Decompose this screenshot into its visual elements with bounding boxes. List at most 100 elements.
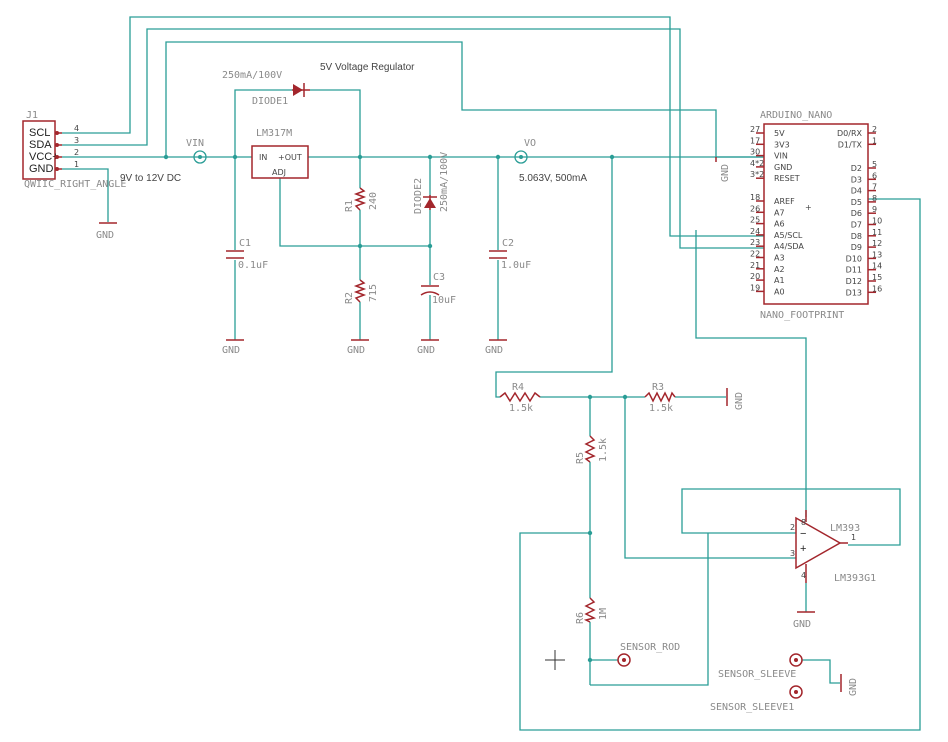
arduino-pin-label: D2 — [851, 164, 862, 173]
j1-pin-num: 3 — [74, 136, 79, 145]
arduino-pin-num: 17 — [750, 136, 760, 145]
r4-name: R4 — [512, 382, 524, 393]
resistor-r4: R4 1.5k — [499, 382, 541, 414]
arduino-pin-label: A3 — [774, 254, 785, 263]
comparator-plus: + — [800, 543, 806, 555]
arduino-pin-label: D8 — [851, 232, 862, 241]
arduino-pin-label: A2 — [774, 265, 785, 274]
cursor-crosshair-icon — [545, 650, 565, 670]
resistor-r3: R3 1.5k — [644, 382, 676, 414]
regulator-name: LM317M — [256, 128, 292, 139]
vin-testpoint: VIN 9V to 12V DC — [120, 138, 207, 184]
arduino-pin-num: 10 — [872, 217, 882, 226]
diode2: DIODE2 250mA/100V — [413, 152, 450, 214]
diode2-value: 250mA/100V — [439, 152, 450, 212]
arduino-pin-num: 7 — [872, 183, 877, 192]
arduino-pin-num: 6 — [872, 171, 877, 180]
resistor-r2: R2 715 — [344, 279, 379, 304]
arduino-left-pins: 5V273V317VIN30GND4*2RESET3*2AREF18A726A6… — [750, 125, 804, 296]
resistor-r5: R5 1.5k — [575, 435, 609, 464]
j1-pin-num: 2 — [74, 148, 79, 157]
j1-pin-label: VCC+ — [29, 151, 59, 163]
arduino-pin-label: D7 — [851, 221, 862, 230]
arduino-pin-num: 22 — [750, 250, 760, 259]
j1-name: J1 — [26, 110, 38, 121]
comparator-minus: − — [800, 528, 806, 540]
arduino-pin-num: 11 — [872, 228, 882, 237]
comparator-pin1: 1 — [851, 533, 856, 542]
c2-value: 1.0uF — [501, 260, 531, 271]
arduino-pin-num: 4*2 — [750, 159, 764, 168]
arduino-pin-num: 19 — [750, 283, 760, 292]
diode2-name: DIODE2 — [413, 178, 424, 214]
arduino-pin-num: 1 — [872, 136, 877, 145]
arduino-pin-num: 26 — [750, 204, 760, 213]
arduino-pin-num: 21 — [750, 261, 760, 270]
arduino-pin-label: A4/SDA — [774, 242, 804, 251]
arduino-pin-num: 15 — [872, 273, 882, 282]
arduino-pin-label: D1/TX — [838, 140, 863, 149]
comparator-pin8: 8 — [801, 518, 806, 527]
arduino-pin-num: 13 — [872, 250, 882, 259]
r2-name: R2 — [344, 292, 355, 304]
arduino-pin-num: 23 — [750, 238, 760, 247]
gnd-label: GND — [734, 392, 745, 410]
arduino-pin-num: 14 — [872, 262, 882, 271]
gnd-label: GND — [848, 678, 859, 696]
c1-name: C1 — [239, 238, 251, 249]
vo-note: 5.063V, 500mA — [519, 173, 587, 184]
gnd-label: GND — [222, 345, 240, 356]
arduino-pin-label: D10 — [846, 254, 862, 263]
c3-value: 10uF — [432, 295, 456, 306]
vin-note: 9V to 12V DC — [120, 173, 181, 184]
arduino-pin-label: D0/RX — [837, 129, 863, 138]
arduino-origin-mark: + — [805, 203, 812, 212]
arduino-pin-num: 30 — [750, 148, 760, 157]
arduino-pin-num: 25 — [750, 216, 760, 225]
arduino-value: NANO_FOOTPRINT — [760, 310, 844, 321]
comparator-name: LM393 — [830, 523, 860, 534]
sensor-rod: SENSOR_ROD — [617, 642, 680, 667]
capacitor-c1: C1 0.1uF — [226, 238, 268, 271]
sensor-sleeve1: SENSOR_SLEEVE1 — [710, 685, 803, 713]
gnd-label: GND — [96, 230, 114, 241]
capacitor-c3: C3 10uF — [420, 272, 456, 306]
capacitor-c2: C2 1.0uF — [489, 238, 531, 271]
r6-name: R6 — [575, 612, 586, 624]
sensor-sleeve: SENSOR_SLEEVE — [718, 653, 803, 680]
resistor-r6: R6 1M — [575, 597, 609, 624]
j1-pin-label: SDA — [29, 139, 52, 151]
comparator-value: LM393G1 — [834, 573, 876, 584]
arduino-pin-num: 8 — [872, 194, 877, 203]
arduino-pin-num: 18 — [750, 193, 760, 202]
r4-value: 1.5k — [509, 403, 533, 414]
j1-pin-num: 1 — [74, 160, 79, 169]
j1-pin-label: SCL — [29, 127, 50, 139]
arduino-pin-num: 12 — [872, 239, 882, 248]
gnd-label: GND — [485, 345, 503, 356]
arduino-pin-label: VIN — [774, 152, 788, 161]
arduino-pin-label: D6 — [851, 209, 862, 218]
arduino-pin-label: D4 — [851, 187, 862, 196]
arduino-pin-label: A1 — [774, 276, 785, 285]
arduino-pin-num: 3*2 — [750, 170, 764, 179]
sensor-sleeve-label: SENSOR_SLEEVE — [718, 669, 796, 680]
arduino-pin-label: 3V3 — [774, 140, 790, 149]
r2-value: 715 — [368, 284, 379, 302]
connector-j1: J1 QWIIC_RIGHT_ANGLE SCL SDA VCC+ GND 4 … — [22, 110, 126, 190]
regulator-adj: ADJ — [272, 168, 286, 177]
r6-value: 1M — [598, 608, 609, 620]
gnd-label: GND — [347, 345, 365, 356]
arduino-pin-label: A6 — [774, 220, 785, 229]
r5-name: R5 — [575, 452, 586, 464]
c3-name: C3 — [433, 272, 445, 283]
arduino-pin-label: A7 — [774, 208, 785, 217]
gnd-label: GND — [793, 619, 811, 630]
r1-name: R1 — [344, 200, 355, 212]
c1-value: 0.1uF — [238, 260, 268, 271]
c2-name: C2 — [502, 238, 514, 249]
vo-label: VO — [524, 138, 536, 149]
comparator-pin4: 4 — [801, 571, 806, 580]
arduino-pin-label: D13 — [846, 288, 862, 297]
